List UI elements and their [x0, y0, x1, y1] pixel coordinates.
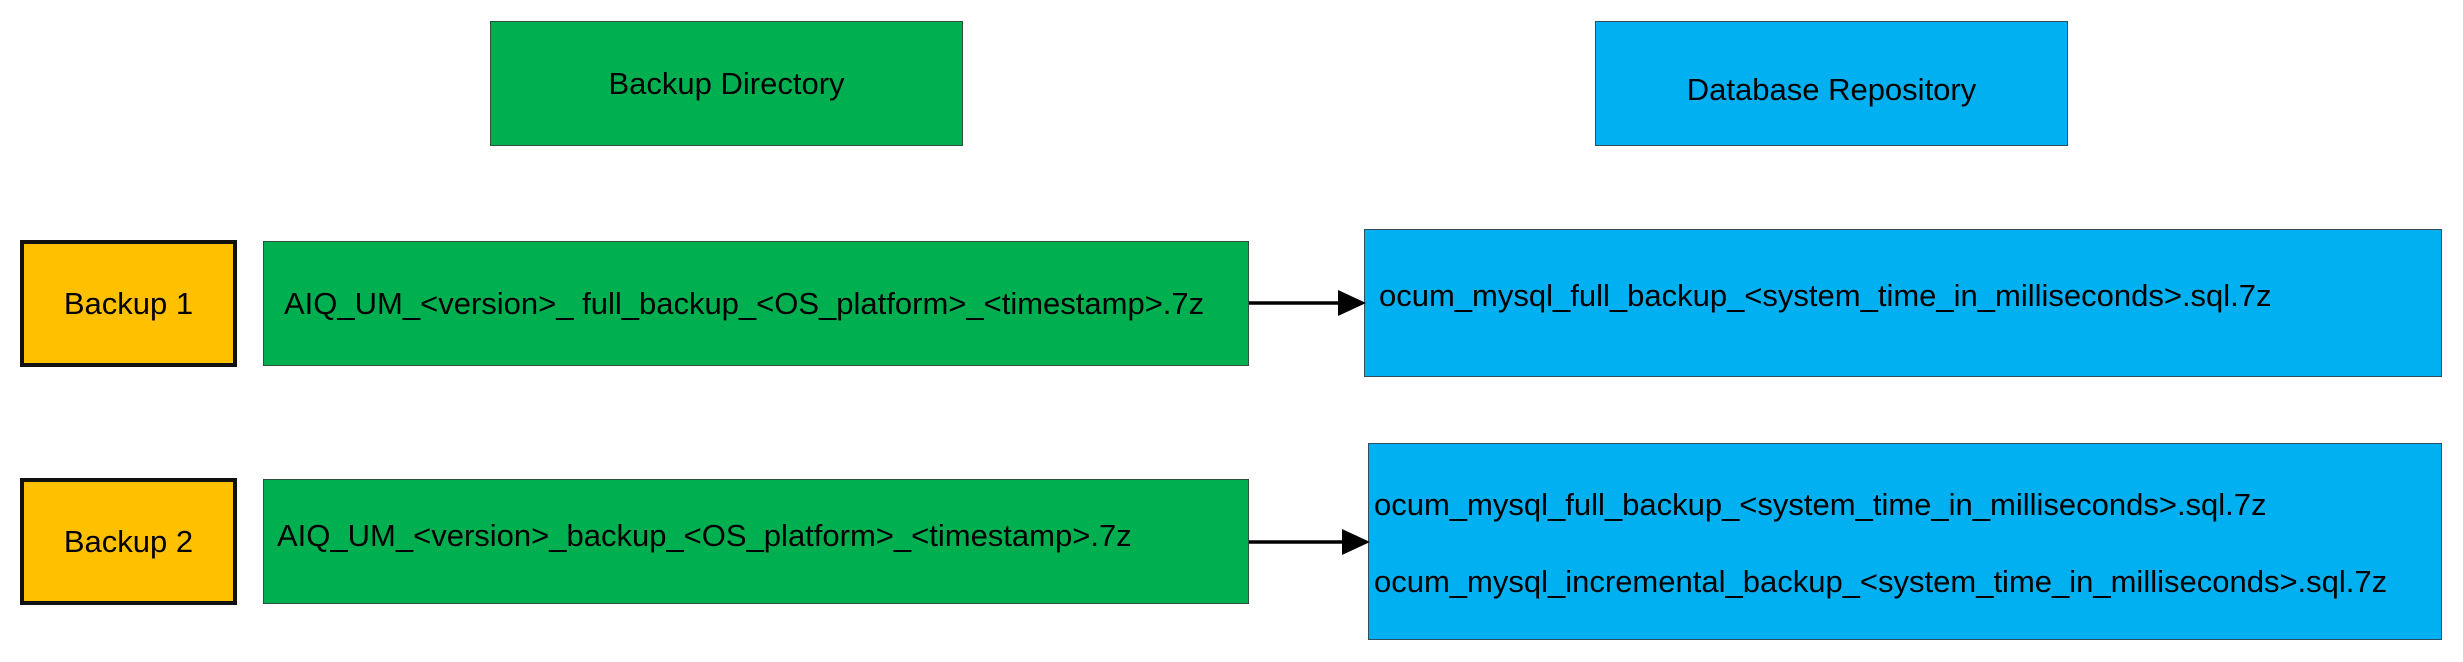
database-repository-header: Database Repository	[1595, 21, 2068, 146]
backup-2-box: Backup 2	[20, 478, 237, 605]
backup-1-db-box: ocum_mysql_full_backup_<system_time_in_m…	[1364, 229, 2442, 377]
backup-2-label: Backup 2	[63, 523, 194, 559]
backup-2-filename: AIQ_UM_<version>_backup_<OS_platform>_<t…	[277, 517, 1132, 553]
backup-1-label: Backup 1	[63, 285, 194, 321]
backup-2-db-file-full: ocum_mysql_full_backup_<system_time_in_m…	[1374, 487, 2267, 522]
backup-1-file-box: AIQ_UM_<version>_ full_backup_<OS_platfo…	[263, 241, 1249, 366]
database-repository-title: Database Repository	[1686, 71, 1977, 107]
backup-directory-title: Backup Directory	[608, 65, 845, 101]
backup-1-filename: AIQ_UM_<version>_ full_backup_<OS_platfo…	[284, 285, 1205, 321]
backup-1-box: Backup 1	[20, 240, 237, 367]
backup-2-file-box: AIQ_UM_<version>_backup_<OS_platform>_<t…	[263, 479, 1249, 604]
arrow-backup-2	[1249, 529, 1370, 555]
arrow-backup-1	[1249, 290, 1366, 316]
backup-directory-header: Backup Directory	[490, 21, 963, 146]
backup-1-db-file-full: ocum_mysql_full_backup_<system_time_in_m…	[1379, 278, 2272, 313]
backup-2-db-file-incremental: ocum_mysql_incremental_backup_<system_ti…	[1374, 564, 2388, 599]
backup-2-db-box: ocum_mysql_full_backup_<system_time_in_m…	[1368, 443, 2442, 640]
